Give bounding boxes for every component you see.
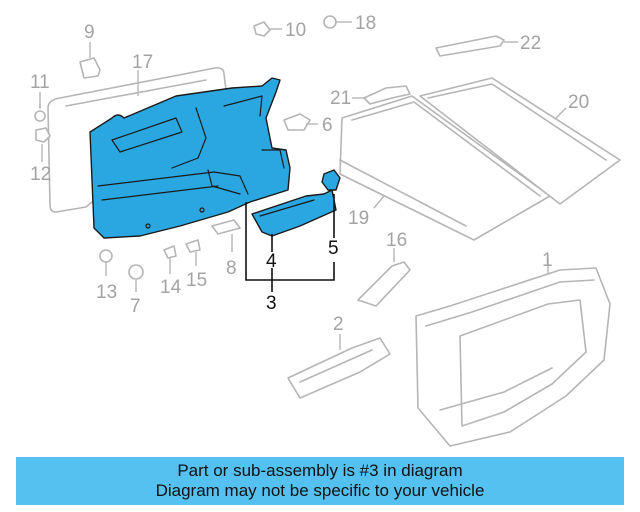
callout-8: 8 bbox=[226, 258, 237, 279]
part-15-clip bbox=[185, 239, 201, 253]
callout-13: 13 bbox=[96, 282, 117, 303]
part-11-screw bbox=[34, 103, 46, 122]
info-banner: Part or sub-assembly is #3 in diagram Di… bbox=[16, 457, 624, 505]
callout-21: 21 bbox=[330, 88, 351, 109]
callout-12: 12 bbox=[30, 164, 51, 185]
part-22-strip bbox=[435, 35, 505, 57]
part-12-clip bbox=[35, 127, 51, 143]
callout-18: 18 bbox=[355, 13, 376, 34]
callout-4: 4 bbox=[266, 251, 277, 272]
callout-1: 1 bbox=[542, 250, 553, 271]
callout-17: 17 bbox=[132, 52, 153, 73]
callout-22: 22 bbox=[520, 33, 541, 54]
part-21-handle bbox=[363, 85, 411, 105]
callout-10: 10 bbox=[285, 20, 306, 41]
callout-16: 16 bbox=[386, 230, 407, 251]
part-9-bracket bbox=[79, 57, 101, 79]
callout-14: 14 bbox=[160, 277, 182, 298]
part-13-fastener bbox=[99, 249, 113, 263]
callout-9: 9 bbox=[84, 22, 95, 43]
callout-11: 11 bbox=[30, 72, 50, 93]
part-4-trim-piece bbox=[251, 189, 337, 237]
part-18-fastener bbox=[323, 15, 337, 29]
callout-19: 19 bbox=[348, 208, 369, 229]
callout-15: 15 bbox=[186, 270, 207, 291]
part-5-clip bbox=[321, 169, 341, 191]
callout-5: 5 bbox=[328, 238, 339, 259]
part-10-clip bbox=[253, 21, 271, 37]
callout-20: 20 bbox=[568, 92, 589, 113]
part-8-pad bbox=[211, 219, 241, 235]
callout-6: 6 bbox=[322, 115, 333, 136]
callout-3: 3 bbox=[266, 293, 277, 314]
part-2-bracket bbox=[287, 337, 391, 399]
banner-line-part: Part or sub-assembly is #3 in diagram bbox=[177, 461, 463, 480]
part-7-cap bbox=[128, 264, 144, 280]
part-14-clip bbox=[163, 245, 177, 259]
part-6-bracket bbox=[283, 113, 311, 131]
callout-2: 2 bbox=[333, 314, 344, 335]
part-3-quarter-trim-panel bbox=[89, 77, 291, 239]
part-19-cargo-cover bbox=[339, 95, 551, 241]
part-1-side-trim-panel bbox=[415, 267, 611, 447]
part-16-lamp bbox=[357, 261, 411, 307]
banner-line-disclaimer: Diagram may not be specific to your vehi… bbox=[155, 481, 485, 500]
part-20-floor-panel bbox=[419, 77, 621, 205]
parts-diagram: 17 3 4 5 9 11 12 bbox=[30, 13, 621, 447]
callout-7: 7 bbox=[130, 296, 141, 317]
